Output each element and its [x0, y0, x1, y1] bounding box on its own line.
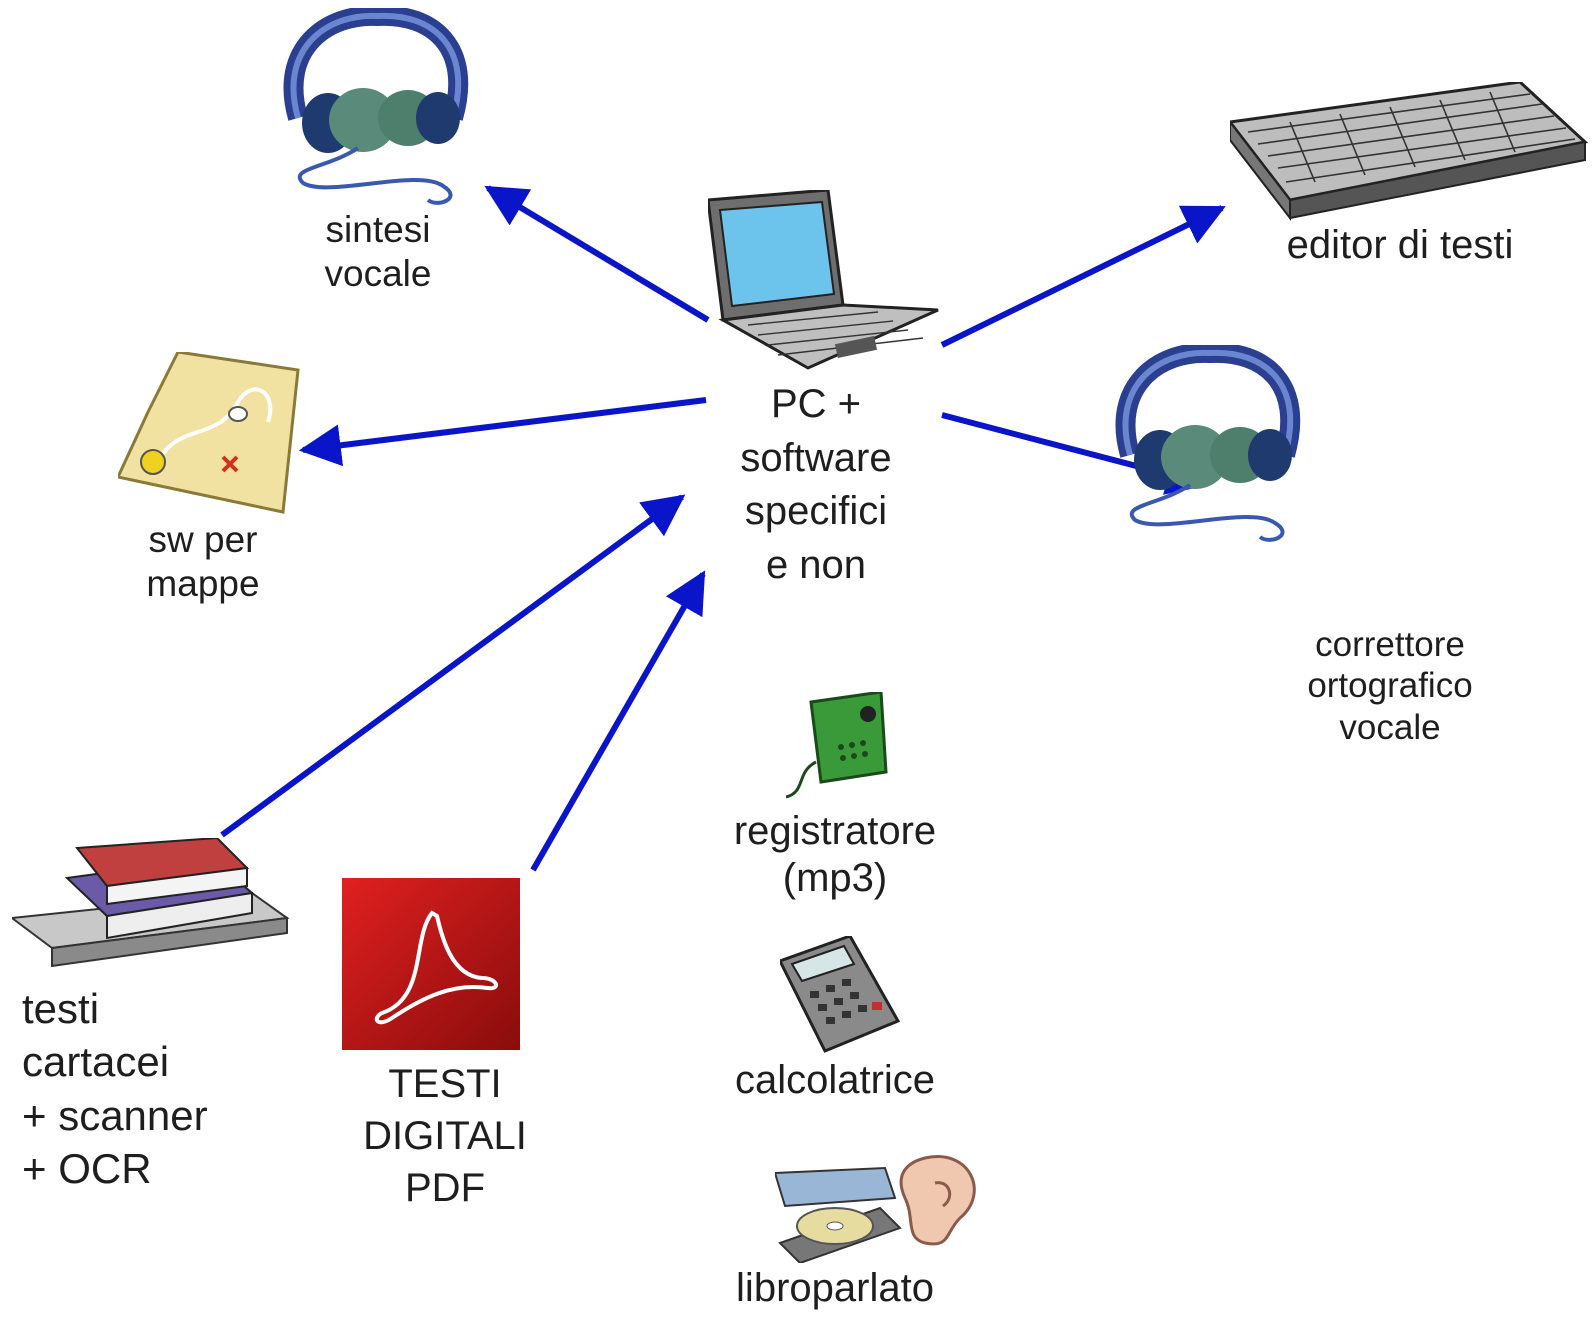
arrow-to-editor	[940, 205, 1226, 348]
recorder-icon	[786, 692, 888, 799]
calculator-icon	[780, 936, 900, 1053]
headphones-icon	[283, 8, 469, 205]
label-sw-mappe: sw per mappe	[146, 519, 260, 604]
arrow-to-sintesi	[484, 185, 710, 323]
center-label: PC + software specifici e non	[740, 382, 892, 587]
label-calcolatrice: calcolatrice	[734, 1058, 936, 1102]
label-libroparlato: libroparlato	[736, 1266, 934, 1310]
label-testi-digitali: TESTI DIGITALI PDF	[363, 1062, 527, 1210]
keyboard-icon	[1230, 82, 1589, 221]
arrow-to-mappe	[298, 397, 707, 467]
label-registratore: registratore (mp3)	[733, 809, 937, 901]
label-testi-cartacei: testi cartacei + scanner + OCR	[22, 985, 208, 1192]
label-sintesi-vocale: sintesi vocale	[324, 209, 432, 294]
headphones-icon	[1115, 345, 1301, 542]
map-icon	[118, 352, 300, 514]
pdf-icon	[342, 878, 520, 1050]
arrow-from-pdf	[530, 570, 706, 872]
label-editor-testi: editor di testi	[1286, 223, 1514, 267]
label-correttore: correttore ortografico vocale	[1307, 625, 1473, 747]
books-icon	[12, 838, 290, 968]
arrow-from-cartacei	[220, 494, 686, 838]
cd-ear-icon	[775, 1155, 976, 1263]
laptop-icon	[708, 190, 939, 370]
